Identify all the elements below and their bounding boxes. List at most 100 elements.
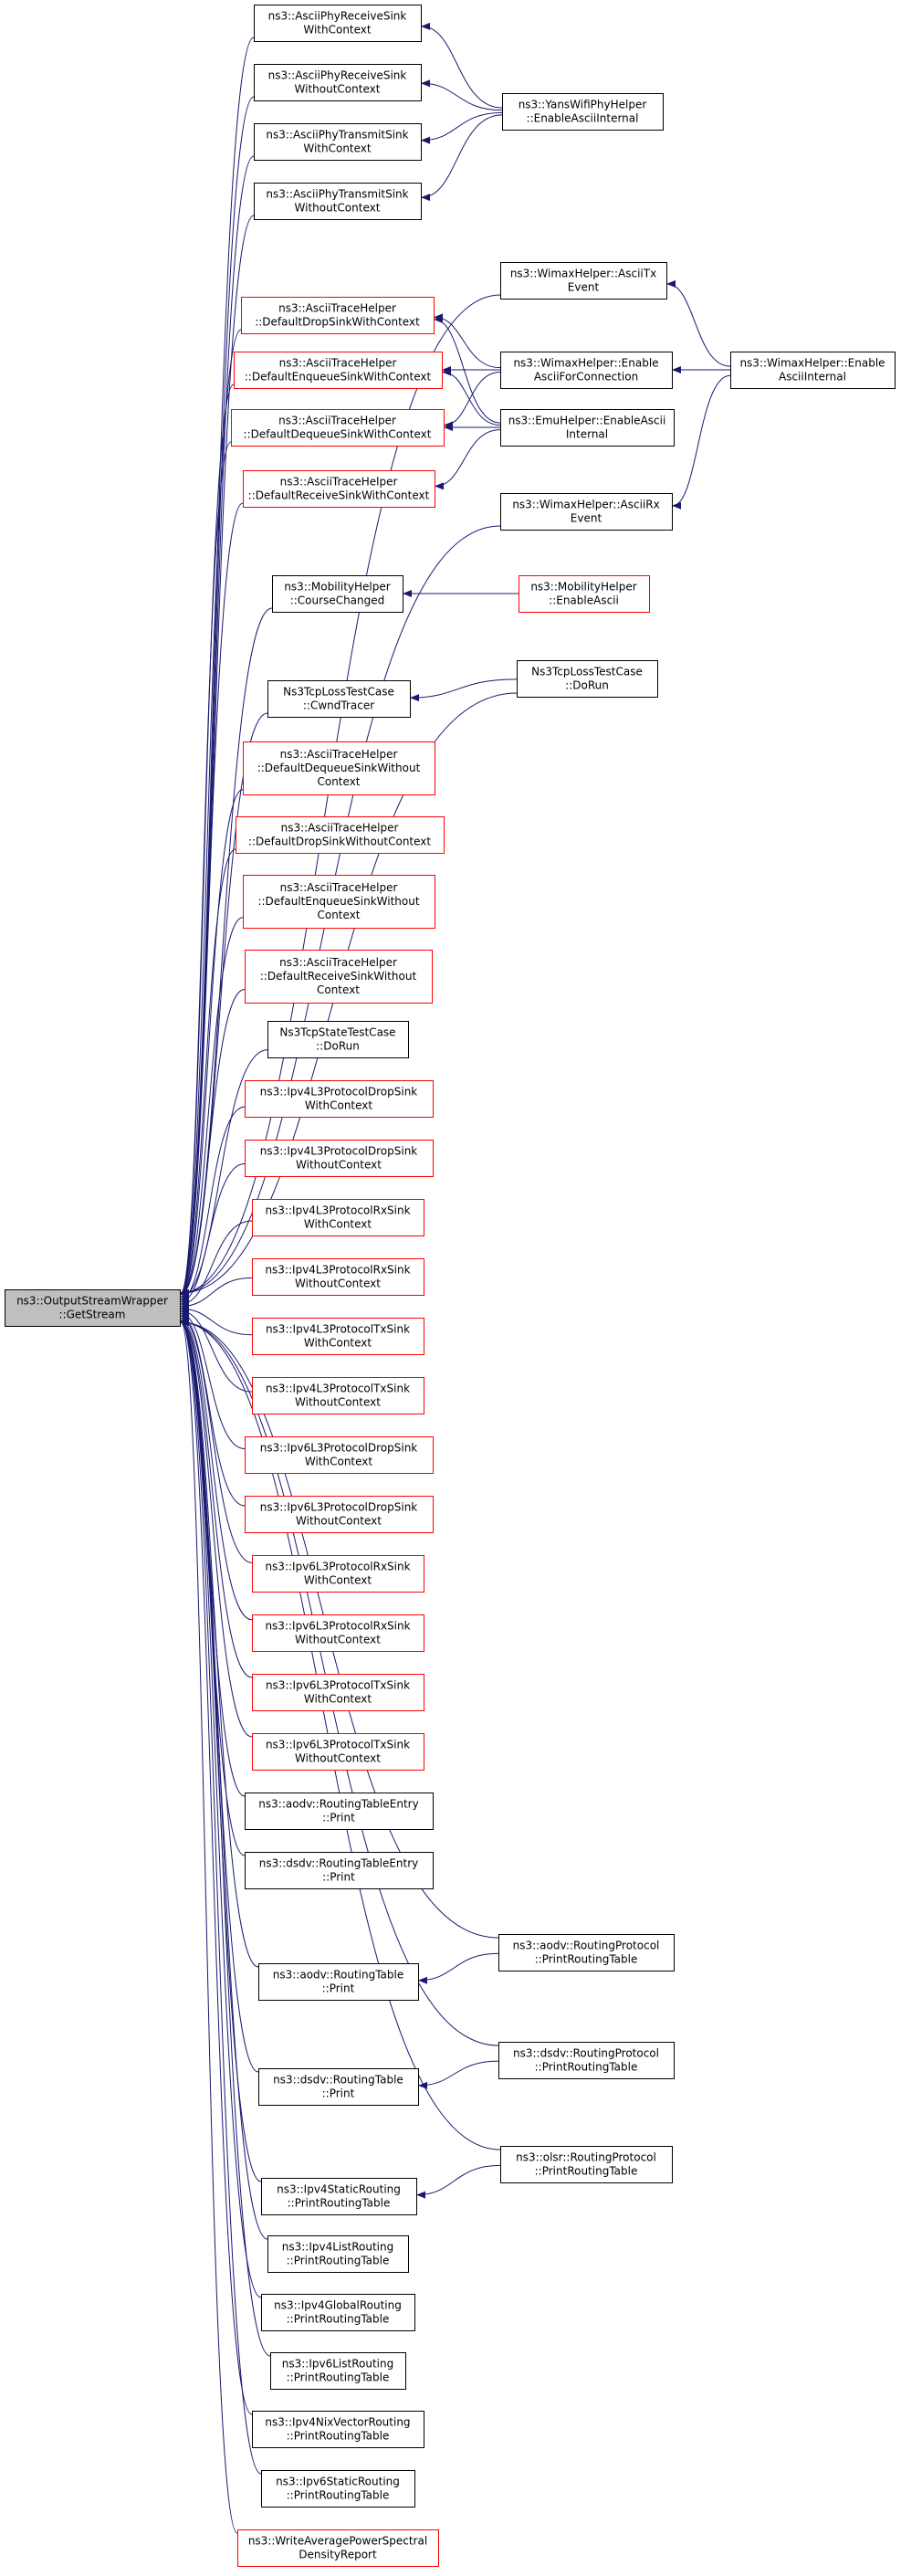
- graph-node[interactable]: ns3::Ipv4GlobalRouting::PrintRoutingTabl…: [261, 2294, 415, 2331]
- node-label-line: ::GetStream: [59, 1309, 126, 1321]
- graph-node[interactable]: ns3::aodv::RoutingTableEntry::Print: [245, 1793, 434, 1830]
- node-box: [236, 816, 445, 854]
- node-label-line: ns3::Ipv6StaticRouting: [276, 2476, 400, 2488]
- node-label-line: ns3::AsciiPhyTransmitSink: [266, 129, 408, 142]
- root-node[interactable]: ns3::OutputStreamWrapper::GetStream: [5, 1289, 181, 1327]
- node-label-line: ::DefaultEnqueueSinkWithout: [257, 895, 419, 908]
- graph-node[interactable]: ns3::aodv::RoutingProtocol::PrintRouting…: [498, 1934, 675, 1971]
- graph-node[interactable]: ns3::AsciiTraceHelper::DefaultEnqueueSin…: [243, 875, 435, 929]
- graph-node[interactable]: Ns3TcpStateTestCase::DoRun: [267, 1021, 409, 1058]
- node-label-line: ns3::WimaxHelper::Enable: [739, 357, 885, 370]
- node-label-line: ns3::WimaxHelper::AsciiTx: [510, 268, 656, 280]
- graph-node[interactable]: ns3::olsr::RoutingProtocol::PrintRouting…: [500, 2146, 673, 2183]
- graph-node[interactable]: ns3::Ipv6ListRouting::PrintRoutingTable: [270, 2352, 406, 2390]
- graph-node[interactable]: ns3::MobilityHelper::CourseChanged: [272, 575, 403, 613]
- graph-node[interactable]: Ns3TcpLossTestCase::DoRun: [517, 660, 658, 698]
- node-label-line: Event: [571, 512, 602, 525]
- graph-node[interactable]: ns3::AsciiTraceHelper::DefaultDropSinkWi…: [236, 816, 445, 854]
- graph-node[interactable]: ns3::Ipv4L3ProtocolDropSinkWithoutContex…: [245, 1140, 434, 1177]
- graph-node[interactable]: ns3::MobilityHelper::EnableAscii: [519, 575, 650, 613]
- node-label-line: ns3::MobilityHelper: [530, 581, 636, 594]
- node-label-line: ns3::MobilityHelper: [284, 581, 390, 594]
- edge-n_ipv6_rx_woc-to-root: [180, 1317, 253, 1621]
- edge-n_ipv4_drop_woc-to-root: [180, 1163, 246, 1306]
- edge-n_ipv4list-to-root: [180, 1319, 268, 2240]
- node-label-line: ns3::aodv::RoutingTable: [273, 1969, 403, 1982]
- graph-node[interactable]: ns3::aodv::RoutingTable::Print: [258, 1963, 419, 2001]
- graph-node[interactable]: ns3::WimaxHelper::EnableAsciiForConnecti…: [500, 352, 673, 389]
- node-box: [258, 1963, 419, 2001]
- node-label-line: ns3::AsciiPhyReceiveSink: [268, 69, 407, 82]
- node-label-line: ns3::aodv::RoutingTableEntry: [258, 1798, 418, 1811]
- edge-n_emu-to-n_drop_wc: [434, 315, 501, 424]
- graph-node[interactable]: ns3::AsciiTraceHelper::DefaultDequeueSin…: [231, 409, 445, 447]
- node-label-line: AsciiForConnection: [534, 371, 638, 384]
- node-box: [252, 1377, 424, 1414]
- node-label-line: WithoutContext: [296, 1159, 382, 1172]
- graph-node[interactable]: ns3::dsdv::RoutingTable::Print: [258, 2068, 419, 2106]
- graph-node[interactable]: ns3::Ipv4ListRouting::PrintRoutingTable: [267, 2235, 409, 2273]
- node-box: [245, 950, 433, 1004]
- node-box: [245, 1852, 434, 1889]
- graph-node[interactable]: Ns3TcpLossTestCase::CwndTracer: [267, 680, 411, 718]
- node-label-line: ::DefaultDropSinkWithoutContext: [248, 836, 432, 848]
- node-label-line: ::PrintRoutingTable: [287, 2489, 390, 2502]
- edge-n_ipv6static-to-root: [180, 1319, 262, 2475]
- node-label-line: Event: [568, 281, 600, 294]
- graph-node[interactable]: ns3::AsciiTraceHelper::DefaultDequeueSin…: [243, 741, 435, 795]
- node-label-line: ::PrintRoutingTable: [287, 2371, 390, 2384]
- graph-node[interactable]: ns3::dsdv::RoutingProtocol::PrintRouting…: [498, 2042, 675, 2079]
- node-label-line: ns3::Ipv4NixVectorRouting: [265, 2416, 410, 2429]
- node-box: [243, 470, 435, 508]
- node-label-line: ::Print: [322, 1871, 355, 1884]
- node-box: [254, 123, 422, 161]
- graph-node[interactable]: ns3::AsciiTraceHelper::DefaultEnqueueSin…: [234, 352, 443, 389]
- graph-node[interactable]: ns3::AsciiTraceHelper::DefaultReceiveSin…: [245, 950, 433, 1004]
- node-label-line: WithoutContext: [295, 83, 381, 96]
- node-box: [243, 875, 435, 929]
- node-label-line: ::EnableAscii: [549, 594, 619, 607]
- graph-node[interactable]: ns3::Ipv4StaticRouting::PrintRoutingTabl…: [261, 2178, 417, 2215]
- node-box: [517, 660, 658, 698]
- node-label-line: Ns3TcpLossTestCase: [283, 686, 394, 699]
- node-label-line: ns3::AsciiTraceHelper: [280, 748, 398, 761]
- edge-n_asciiphyrecv_woc-to-root: [180, 96, 255, 1297]
- graph-node[interactable]: ns3::Ipv6L3ProtocolDropSinkWithoutContex…: [245, 1496, 434, 1533]
- edge-n_wimax_enable_conn-to-n_drop_wc: [434, 313, 501, 369]
- nodes-layer: ns3::OutputStreamWrapper::GetStreamns3::…: [5, 5, 896, 2567]
- graph-node[interactable]: ns3::EmuHelper::EnableAsciiInternal: [500, 409, 675, 447]
- node-box: [252, 2411, 424, 2448]
- node-label-line: ::CwndTracer: [303, 699, 374, 712]
- graph-node[interactable]: ns3::dsdv::RoutingTableEntry::Print: [245, 1852, 434, 1889]
- graph-node[interactable]: ns3::WriteAveragePowerSpectralDensityRep…: [237, 2529, 439, 2567]
- edge-n_ipv4_rx_woc-to-root: [180, 1277, 253, 1310]
- graph-node[interactable]: ns3::AsciiTraceHelper::DefaultDropSinkWi…: [241, 297, 435, 334]
- graph-node[interactable]: ns3::YansWifiPhyHelper::EnableAsciiInter…: [502, 93, 664, 131]
- graph-node[interactable]: ns3::Ipv4NixVectorRouting::PrintRoutingT…: [252, 2411, 424, 2448]
- node-box: [267, 2235, 409, 2273]
- node-label-line: ns3::EmuHelper::EnableAscii: [508, 415, 666, 427]
- graph-node[interactable]: ns3::WimaxHelper::EnableAsciiInternal: [730, 352, 896, 389]
- node-label-line: WithContext: [305, 1099, 373, 1112]
- node-label-line: ::PrintRoutingTable: [535, 2061, 638, 2074]
- graph-node[interactable]: ns3::Ipv6StaticRouting::PrintRoutingTabl…: [261, 2470, 415, 2508]
- node-box: [243, 741, 435, 795]
- graph-node[interactable]: ns3::AsciiTraceHelper::DefaultReceiveSin…: [243, 470, 435, 508]
- node-label-line: ns3::WimaxHelper::Enable: [513, 357, 658, 370]
